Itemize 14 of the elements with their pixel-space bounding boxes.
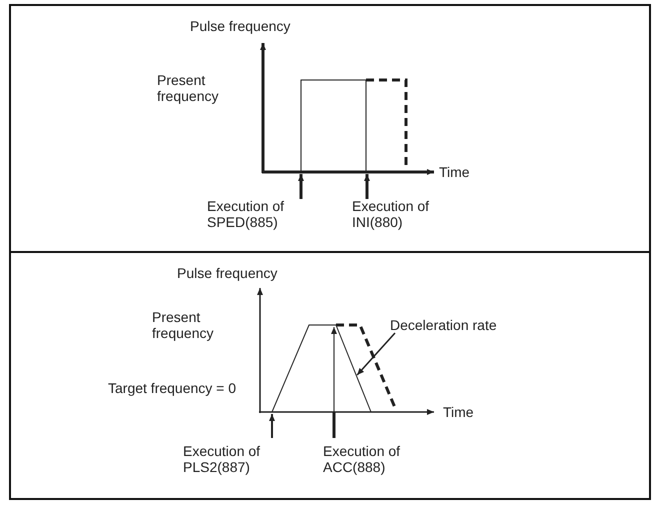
event-label: Execution of PLS2(887)	[183, 443, 262, 475]
axis-label: Time	[443, 404, 474, 420]
axis-label: Pulse frequency	[177, 265, 278, 281]
slope-line	[336, 324, 372, 412]
axis-label: Pulse frequency	[190, 18, 290, 34]
axis-label: Target frequency = 0	[108, 380, 238, 396]
event-label: Execution of INI(880)	[352, 198, 430, 230]
axis-label: Time	[439, 164, 470, 180]
axis-label: Present frequency	[157, 72, 220, 104]
event-label: Execution of ACC(888)	[323, 443, 402, 475]
callout-label: Deceleration rate	[390, 317, 497, 333]
leader-line	[356, 332, 396, 376]
axis-label: Present frequency	[152, 309, 214, 341]
event-label: Execution of SPED(885)	[207, 198, 286, 230]
